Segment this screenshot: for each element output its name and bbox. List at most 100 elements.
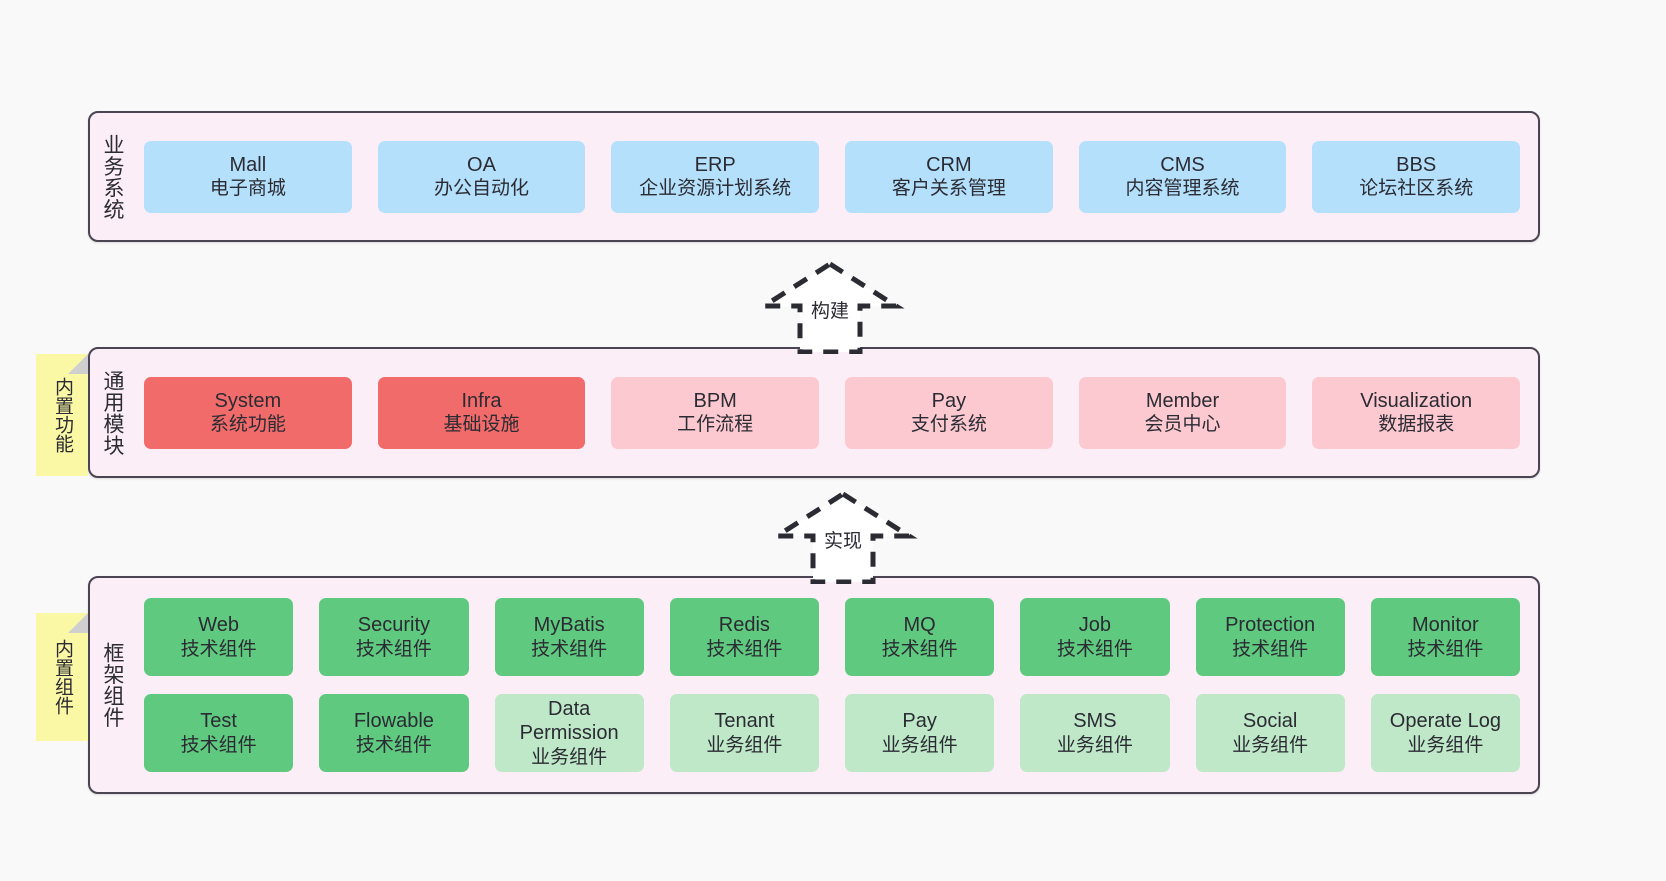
- module-card-bpm[interactable]: BPM 工作流程: [611, 376, 820, 449]
- module-card-pay[interactable]: Pay 支付系统: [845, 376, 1053, 449]
- module-card-desc: 技术组件: [1056, 638, 1133, 660]
- module-card-desc: 数据报表: [1378, 414, 1455, 436]
- module-card-mq[interactable]: MQ 技术组件: [845, 598, 995, 676]
- module-card-name: Social: [1242, 710, 1298, 733]
- module-card-name: Mall: [229, 153, 267, 176]
- module-card-desc: 基础设施: [443, 414, 520, 436]
- module-card-desc: 工作流程: [677, 414, 754, 436]
- sticky-note-label: 内置功能: [52, 377, 74, 453]
- module-card-name: Job: [1078, 614, 1111, 637]
- module-card-desc: 业务组件: [706, 734, 783, 756]
- module-card-desc: 内容管理系统: [1125, 178, 1240, 200]
- module-card-name: SMS: [1073, 710, 1117, 733]
- module-card-oa[interactable]: OA 办公自动化: [377, 140, 586, 213]
- module-card-test[interactable]: Test 技术组件: [144, 694, 294, 772]
- module-card-name: Infra: [461, 389, 502, 412]
- module-card-name: Protection: [1225, 614, 1316, 637]
- layer-row: Mall 电子商城 OA 办公自动化 ERP 企业资源计划系统 CRM 客户关系…: [144, 140, 1521, 213]
- module-card-desc: 支付系统: [910, 414, 987, 436]
- module-card-name: Member: [1145, 389, 1220, 412]
- module-card-name: Test: [200, 710, 237, 733]
- module-card-name: Visualization: [1360, 389, 1473, 412]
- module-card-social[interactable]: Social 业务组件: [1195, 694, 1345, 772]
- module-card-desc: 业务组件: [531, 746, 608, 768]
- module-card-tenant[interactable]: Tenant 业务组件: [669, 694, 819, 772]
- module-card-bbs[interactable]: BBS 论坛社区系统: [1312, 140, 1521, 213]
- module-card-desc: 技术组件: [1407, 638, 1484, 660]
- sticky-note-builtin-component: 内置组件: [36, 613, 88, 741]
- module-card-visualization[interactable]: Visualization 数据报表: [1312, 376, 1521, 449]
- module-card-job[interactable]: Job 技术组件: [1020, 598, 1170, 676]
- module-card-desc: 技术组件: [355, 734, 432, 756]
- module-card-operate-log[interactable]: Operate Log 业务组件: [1370, 694, 1520, 772]
- module-card-name: MyBatis: [533, 614, 605, 637]
- module-card-name: Tenant: [714, 710, 775, 733]
- module-card-desc: 业务组件: [1407, 734, 1484, 756]
- layer-title-framework-component: 框架组件: [100, 642, 124, 728]
- sticky-note-builtin-function: 内置功能: [36, 354, 88, 476]
- module-card-flowable[interactable]: Flowable 技术组件: [319, 694, 469, 772]
- module-card-name: OA: [467, 153, 496, 176]
- module-card-desc: 电子商城: [209, 178, 286, 200]
- generalization-arrow-build: 构建: [755, 258, 905, 354]
- module-card-name: Pay: [931, 389, 967, 412]
- layer-body-business-system: Mall 电子商城 OA 办公自动化 ERP 企业资源计划系统 CRM 客户关系…: [134, 113, 1538, 240]
- module-card-desc: 技术组件: [180, 734, 257, 756]
- module-card-sms[interactable]: SMS 业务组件: [1020, 694, 1170, 772]
- module-card-name: BBS: [1396, 153, 1437, 176]
- module-card-member[interactable]: Member 会员中心: [1078, 376, 1287, 449]
- module-card-data-permission[interactable]: Data Permission 业务组件: [494, 694, 644, 772]
- module-card-desc: 客户关系管理: [891, 178, 1006, 200]
- module-card-name: CMS: [1160, 153, 1205, 176]
- layer-row: Test 技术组件 Flowable 技术组件 Data Permission …: [144, 694, 1520, 772]
- generalization-arrow-implement: 实现: [768, 488, 918, 584]
- module-card-name: Security: [357, 614, 430, 637]
- module-card-desc: 技术组件: [881, 638, 958, 660]
- layer-body-framework-component: Web 技术组件 Security 技术组件 MyBatis 技术组件 Redi…: [134, 578, 1538, 792]
- module-card-redis[interactable]: Redis 技术组件: [669, 598, 819, 676]
- module-card-infra[interactable]: Infra 基础设施: [377, 376, 586, 449]
- module-card-desc: 企业资源计划系统: [639, 178, 792, 200]
- module-card-desc: 业务组件: [881, 734, 958, 756]
- module-card-desc: 技术组件: [1232, 638, 1309, 660]
- layer-framework-component: 框架组件 Web 技术组件 Security 技术组件 MyBatis 技术组件…: [88, 576, 1540, 794]
- module-card-name: BPM: [693, 389, 737, 412]
- module-card-security[interactable]: Security 技术组件: [319, 598, 469, 676]
- module-card-desc: 会员中心: [1144, 414, 1221, 436]
- module-card-name: ERP: [694, 153, 736, 176]
- module-card-desc: 业务组件: [1056, 734, 1133, 756]
- module-card-name: Monitor: [1412, 614, 1479, 637]
- module-card-protection[interactable]: Protection 技术组件: [1195, 598, 1345, 676]
- layer-title-common-module: 通用模块: [100, 369, 124, 456]
- module-card-name: Pay: [902, 710, 937, 733]
- module-card-crm[interactable]: CRM 客户关系管理: [845, 140, 1053, 213]
- module-card-name: Operate Log: [1389, 710, 1501, 733]
- module-card-mybatis[interactable]: MyBatis 技术组件: [494, 598, 644, 676]
- module-card-name: MQ: [903, 614, 936, 637]
- module-card-desc: 论坛社区系统: [1359, 178, 1474, 200]
- generalization-arrow-implement-icon: [768, 491, 918, 584]
- module-card-system[interactable]: System 系统功能: [144, 376, 352, 449]
- module-card-name: Data Permission: [519, 698, 619, 745]
- layer-row: System 系统功能 Infra 基础设施 BPM 工作流程 Pay 支付系统…: [144, 376, 1521, 449]
- generalization-arrow-build-icon: [755, 261, 905, 354]
- module-card-desc: 业务组件: [1232, 734, 1309, 756]
- module-card-name: System: [214, 389, 282, 412]
- module-card-erp[interactable]: ERP 企业资源计划系统: [611, 140, 820, 213]
- module-card-cms[interactable]: CMS 内容管理系统: [1078, 140, 1287, 213]
- module-card-desc: 技术组件: [355, 638, 432, 660]
- module-card-web[interactable]: Web 技术组件: [144, 598, 294, 676]
- module-card-pay-business[interactable]: Pay 业务组件: [845, 694, 995, 772]
- module-card-name: Web: [198, 614, 239, 637]
- module-card-mall[interactable]: Mall 电子商城: [144, 140, 352, 213]
- layer-title-business-system: 业务系统: [100, 133, 124, 220]
- module-card-desc: 技术组件: [531, 638, 608, 660]
- module-card-name: Redis: [718, 614, 770, 637]
- layer-row: Web 技术组件 Security 技术组件 MyBatis 技术组件 Redi…: [144, 598, 1520, 676]
- module-card-monitor[interactable]: Monitor 技术组件: [1370, 598, 1520, 676]
- module-card-desc: 技术组件: [706, 638, 783, 660]
- module-card-desc: 技术组件: [180, 638, 257, 660]
- module-card-name: Flowable: [353, 710, 434, 733]
- layer-common-module: 通用模块 System 系统功能 Infra 基础设施 BPM 工作流程 Pay…: [88, 347, 1540, 478]
